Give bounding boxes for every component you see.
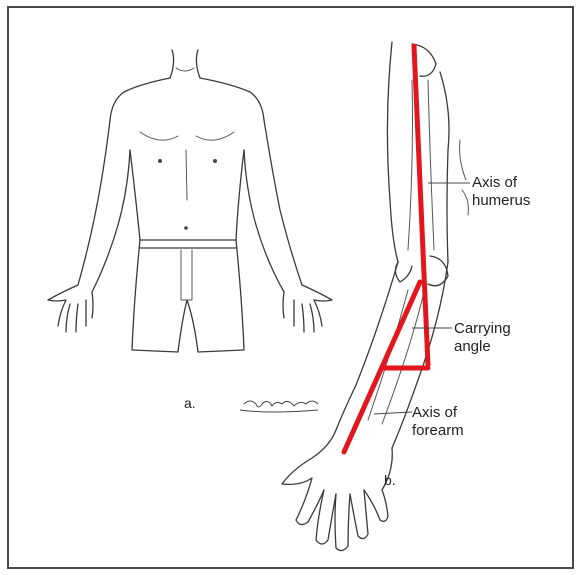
axis-humerus-label-line1: Axis of — [472, 174, 517, 192]
humerus-axis-line — [414, 46, 428, 365]
torso-figure — [48, 50, 332, 352]
axis-lines — [344, 46, 428, 452]
carrying-angle-label-line2: angle — [454, 338, 491, 356]
axis-forearm-label-line1: Axis of — [412, 404, 457, 422]
axis-humerus-label-line2: humerus — [472, 192, 530, 210]
carrying-angle-label-line1: Carrying — [454, 320, 511, 338]
arm-figure — [282, 42, 468, 551]
panel-b-label: b. — [384, 472, 396, 488]
signature-scribble — [240, 401, 318, 412]
axis-forearm-label-line2: forearm — [412, 422, 464, 440]
panel-a-label: a. — [184, 395, 196, 411]
